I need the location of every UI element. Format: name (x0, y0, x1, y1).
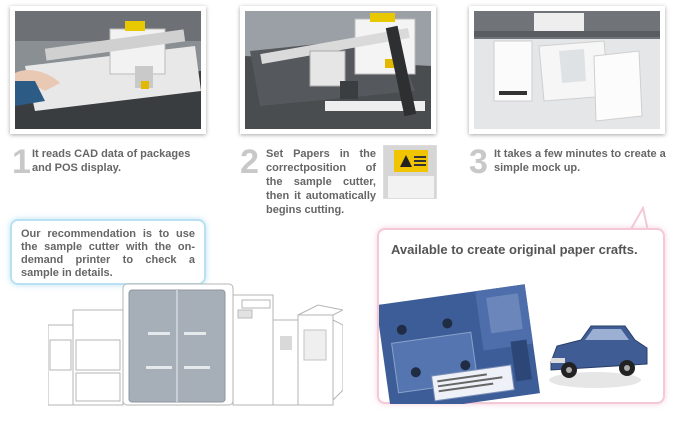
caution-label-photo (384, 146, 436, 198)
step-3-text: It takes a few minutes to create a simpl… (494, 148, 666, 174)
step-3-number: 3 (469, 143, 488, 181)
paper-craft-illustration (379, 284, 648, 404)
photo-cad-reading (10, 6, 206, 134)
recommendation-callout: Our recommendation is to use the sample … (10, 219, 206, 285)
photo-mock-up (469, 6, 665, 134)
step-2-text: Set Papers in the correctposition of the… (266, 148, 376, 216)
paper-crafts-title: Available to create original paper craft… (391, 242, 638, 257)
step-1-number: 1 (12, 143, 31, 181)
photo-sample-cutter (240, 6, 436, 134)
recommendation-text: Our recommendation is to use the sample … (21, 228, 195, 279)
on-demand-printer-illustration (48, 283, 343, 406)
step-2-number: 2 (240, 143, 259, 181)
step-1-text: It reads CAD data of packages and POS di… (32, 148, 191, 174)
paper-crafts-callout: Available to create original paper craft… (377, 228, 665, 404)
